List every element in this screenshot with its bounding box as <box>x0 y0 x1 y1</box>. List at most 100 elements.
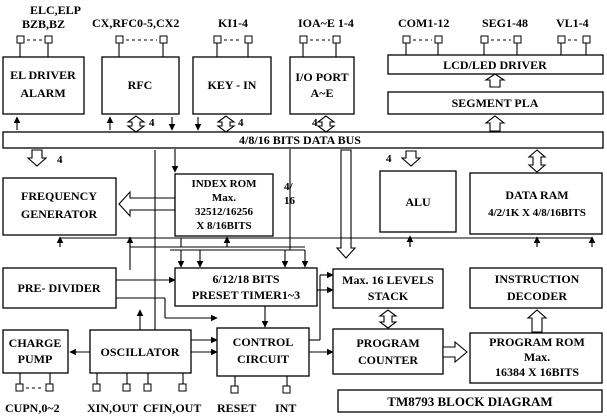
bus-to-freq-arrow: 4 <box>26 149 63 167</box>
program-rom-block: PROGRAM ROM Max. 16384 X 16BITS <box>469 332 603 384</box>
pin-label-bzb-bz: BZB,BZ <box>22 17 65 31</box>
width-label: 4 <box>57 154 63 166</box>
index-rom-size-label: 32512/16256 <box>195 206 254 218</box>
segment-pla-label: SEGMENT PLA <box>452 96 539 110</box>
lcd-driver-block: LCD/LED DRIVER <box>387 54 604 75</box>
width-label: 4 <box>312 117 318 129</box>
bottom-pins <box>15 373 291 394</box>
bottom-pin-labels: CUPN,0~2 XIN,OUT CFIN,OUT RESET INT <box>5 401 296 415</box>
pin-label-vl: VL1-4 <box>556 16 589 30</box>
counter-label: COUNTER <box>358 353 418 367</box>
top-pin-labels: ELC,ELP BZB,BZ CX,RFC0-5,CX2 KI1-4 IOA~E… <box>22 3 589 31</box>
preset-timer-block: 6/12/18 BITS PRESET TIMER1~3 <box>174 267 318 307</box>
index-rom-block: INDEX ROM Max. 32512/16256 X 8/16BITS <box>174 173 274 237</box>
pla-to-driver-arrow <box>484 73 506 88</box>
data-ram-block: DATA RAM 4/2/1K X 4/8/16BITS <box>469 172 603 235</box>
lcd-driver-label: LCD/LED DRIVER <box>443 58 547 72</box>
data-ram-size-label: 4/2/1K X 4/8/16BITS <box>488 207 586 219</box>
bus-to-stack-arrow <box>335 149 357 259</box>
pin-label-com: COM1-12 <box>398 16 449 30</box>
generator-label: GENERATOR <box>21 207 98 221</box>
circuit-label: CIRCUIT <box>237 352 289 366</box>
diagram-caption: TM8793 BLOCK DIAGRAM <box>337 389 603 413</box>
pin-label-rfc: CX,RFC0-5,CX2 <box>92 16 179 30</box>
rfc-bus-arrow: 4 <box>126 115 155 133</box>
io-port-label: I/O PORT <box>295 70 348 84</box>
alu-bus-arrow: 4 <box>386 150 422 167</box>
width-label: 4 <box>386 153 392 165</box>
frequency-generator-block: FREQUENCY GENERATOR <box>2 177 117 236</box>
stack-size-label: Max. 16 LEVELS <box>342 273 434 287</box>
width-label: 4 <box>238 117 244 129</box>
pin-square <box>115 35 124 44</box>
pin-square <box>434 35 443 44</box>
control-line <box>56 236 593 247</box>
el-driver-label: EL DRIVER <box>10 68 76 82</box>
index-rom-max-label: Max. <box>212 192 236 204</box>
pin-square <box>213 35 222 44</box>
pin-square <box>332 35 341 44</box>
bus-width-label-top: 4/ <box>284 181 294 193</box>
io-bus-arrow: 4 <box>312 115 336 133</box>
pin-square <box>159 35 168 44</box>
pin-square <box>402 35 411 44</box>
rom-to-decoder-arrow <box>526 309 548 333</box>
program-rom-label: PROGRAM ROM <box>489 335 585 349</box>
pin-label-seg: SEG1-48 <box>482 16 528 30</box>
ram-bus-arrow <box>527 149 547 173</box>
io-port-block: I/O PORT A~E <box>289 56 355 115</box>
el-driver-block: EL DRIVER ALARM <box>2 56 85 115</box>
program-rom-size-label: 16384 X 16BITS <box>495 365 579 379</box>
pin-label-ki: KI1-4 <box>218 16 248 30</box>
decoder-label: DECODER <box>507 289 567 303</box>
pin-square <box>582 35 591 44</box>
preset-timer-bits-label: 6/12/18 BITS <box>212 272 279 286</box>
data-ram-label: DATA RAM <box>505 188 568 202</box>
key-bus-arrow: 4 <box>216 115 244 133</box>
pin-square <box>480 35 489 44</box>
alarm-label: ALARM <box>20 86 65 100</box>
index-rom-width-label: X 8/16BITS <box>196 220 251 232</box>
pin-square <box>244 35 253 44</box>
program-rom-max-label: Max. <box>524 350 550 364</box>
instruction-decoder-block: INSTRUCTION DECODER <box>469 267 603 309</box>
control-circuit-block: CONTROL CIRCUIT <box>216 327 310 377</box>
frequency-label: FREQUENCY <box>21 189 97 203</box>
index-rom-label: INDEX ROM <box>191 178 257 190</box>
width-label: 4 <box>149 117 155 129</box>
top-pins <box>16 35 591 57</box>
key-in-block: KEY - IN <box>192 56 272 115</box>
program-label: PROGRAM <box>356 336 419 350</box>
caption-text: TM8793 BLOCK DIAGRAM <box>387 394 552 409</box>
pin-square <box>557 35 566 44</box>
pin-square <box>513 35 522 44</box>
stack-label: STACK <box>368 289 409 303</box>
data-bus-label: 4/8/16 BITS DATA BUS <box>239 133 361 147</box>
rfc-block: RFC <box>101 56 180 115</box>
rfc-label: RFC <box>128 78 153 92</box>
pre-divider-label: PRE- DIVIDER <box>17 281 100 295</box>
pc-to-rom-arrow <box>442 340 468 364</box>
stack-block: Max. 16 LEVELS STACK <box>332 268 444 309</box>
stack-pc-arrow <box>378 309 398 329</box>
charge-pump-block: CHARGE PUMP <box>2 329 69 374</box>
pre-divider-block: PRE- DIVIDER <box>2 267 117 309</box>
alu-block: ALU <box>379 170 457 233</box>
preset-timer-label: PRESET TIMER1~3 <box>192 288 300 302</box>
pin-label-elc-elp: ELC,ELP <box>30 3 81 17</box>
pin-label-int: INT <box>275 401 296 415</box>
oscillator-block: OSCILLATOR <box>89 329 192 374</box>
pin-label-xin: XIN,OUT <box>87 401 138 415</box>
bus-to-pla-arrow <box>484 115 506 132</box>
io-port-range-label: A~E <box>311 86 334 100</box>
pin-label-reset: RESET <box>217 401 256 415</box>
control-label: CONTROL <box>233 335 294 349</box>
instruction-label: INSTRUCTION <box>495 272 580 286</box>
pin-label-cupn: CUPN,0~2 <box>5 401 60 415</box>
data-bus: 4/8/16 BITS DATA BUS <box>2 131 604 149</box>
oscillator-label: OSCILLATOR <box>101 345 180 359</box>
charge-label: CHARGE <box>9 336 62 350</box>
pump-label: PUMP <box>18 352 53 366</box>
pin-label-cfin: CFIN,OUT <box>143 401 201 415</box>
